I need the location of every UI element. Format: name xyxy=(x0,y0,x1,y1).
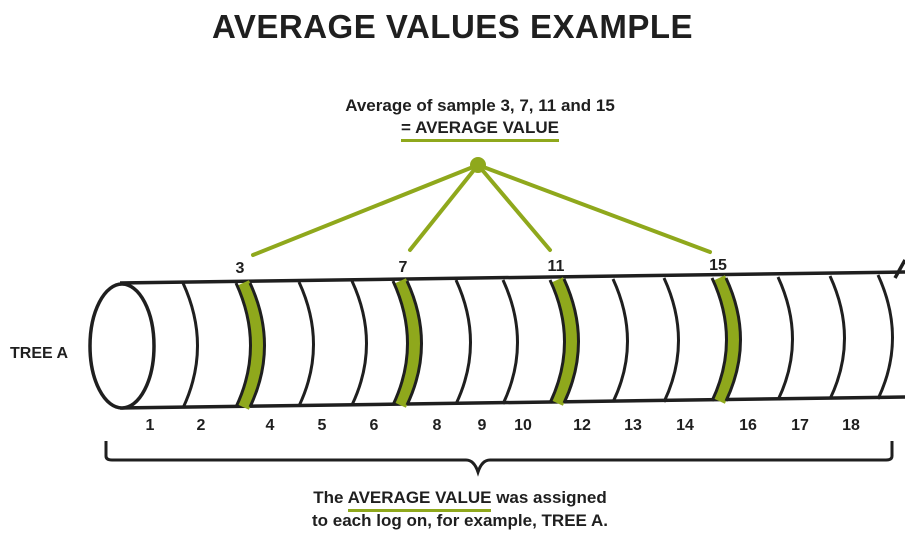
sample-band-3 xyxy=(237,280,264,410)
ring-line xyxy=(350,280,368,406)
bottom-caption-suffix: was assigned xyxy=(491,488,607,507)
log-number: 12 xyxy=(573,417,591,434)
connector-lines xyxy=(251,163,712,257)
ring-line xyxy=(662,277,680,403)
ring-line xyxy=(181,282,199,409)
log-number: 17 xyxy=(791,417,809,434)
sample-band-7 xyxy=(394,278,421,408)
ring-line xyxy=(454,279,472,405)
connector-line-11 xyxy=(476,163,552,252)
log-number: 14 xyxy=(676,417,694,434)
log-number: 5 xyxy=(318,417,327,434)
log-number: 9 xyxy=(478,417,487,434)
log-number: 13 xyxy=(624,417,642,434)
bottom-caption-prefix: The xyxy=(313,488,348,507)
ring-line xyxy=(724,277,742,402)
ring-line xyxy=(234,282,252,408)
log-end-cap xyxy=(88,282,156,410)
ring-line xyxy=(391,280,409,406)
ring-line xyxy=(828,275,846,400)
log-end-tick xyxy=(893,259,905,279)
log-number: 18 xyxy=(842,417,860,434)
log-number: 16 xyxy=(739,417,757,434)
log-number: 4 xyxy=(266,417,275,434)
brace xyxy=(104,441,894,477)
log-number: 2 xyxy=(197,417,206,434)
bottom-caption-line2: to each log on, for example, TREE A. xyxy=(312,511,608,530)
log-number: 10 xyxy=(514,417,532,434)
sample-label: 11 xyxy=(548,258,565,275)
connector-line-15 xyxy=(476,163,712,254)
sample-label: 3 xyxy=(236,260,245,277)
sample-band-15 xyxy=(713,275,740,404)
sample-band-11 xyxy=(551,277,578,406)
ring-line xyxy=(501,279,519,405)
sample-label: 15 xyxy=(709,257,727,274)
log-number: 8 xyxy=(433,417,442,434)
tree-label: TREE A xyxy=(10,345,69,362)
ring-line xyxy=(776,276,794,401)
bottom-caption-highlight: AVERAGE VALUE xyxy=(347,488,492,512)
sample-bands xyxy=(237,275,740,410)
log-rings xyxy=(181,274,894,409)
top-caption-line2: = AVERAGE VALUE xyxy=(401,118,559,142)
connector-line-7 xyxy=(408,163,480,252)
log-number: 6 xyxy=(370,417,379,434)
ring-line xyxy=(611,278,629,403)
ring-line xyxy=(297,281,315,407)
bottom-caption: The AVERAGE VALUE was assigned to each l… xyxy=(180,486,740,532)
connector-line-3 xyxy=(251,163,480,257)
sample-labels: 3 7 11 15 xyxy=(236,257,727,277)
diagram-title: AVERAGE VALUES EXAMPLE xyxy=(211,8,693,45)
ring-line xyxy=(248,282,266,408)
log-top-edge xyxy=(119,270,905,285)
ring-line xyxy=(405,280,423,406)
log-number: 1 xyxy=(146,417,155,434)
top-caption-line1: Average of sample 3, 7, 11 and 15 xyxy=(345,96,615,115)
average-point xyxy=(470,157,486,173)
top-caption: Average of sample 3, 7, 11 and 15 = AVER… xyxy=(250,95,710,142)
ring-line xyxy=(876,274,894,400)
ring-line xyxy=(548,279,566,404)
ring-line xyxy=(710,277,728,402)
log-numbers: 1 2 4 5 6 8 9 10 12 13 14 16 17 18 xyxy=(146,417,860,434)
ring-line xyxy=(562,278,580,404)
sample-label: 7 xyxy=(399,259,408,276)
